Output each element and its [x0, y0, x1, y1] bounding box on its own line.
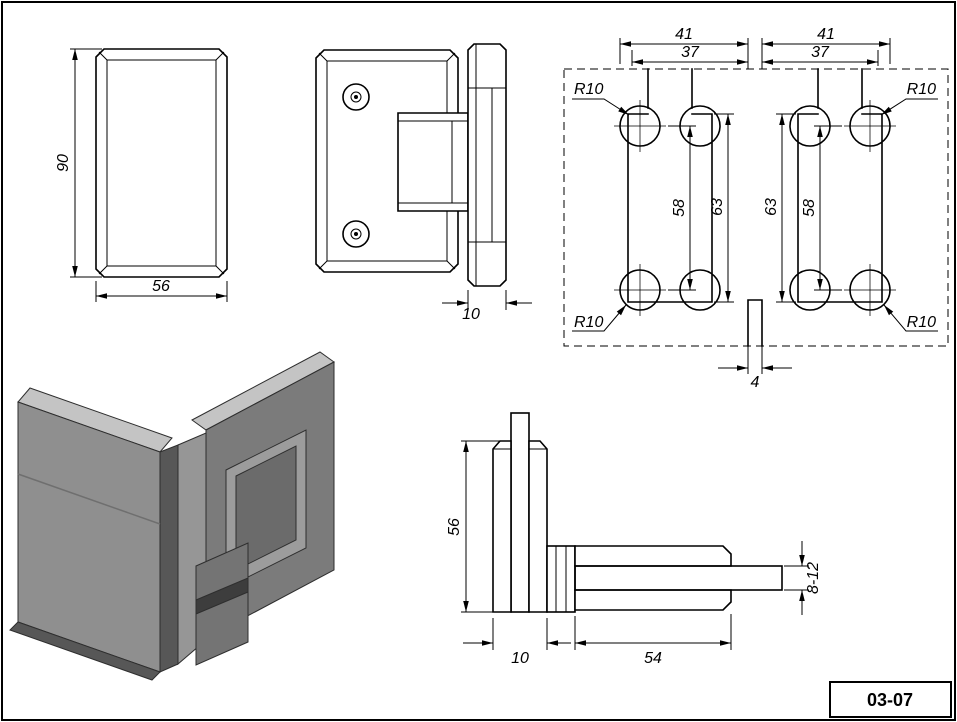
radius-callout-top-right: R10 [880, 81, 938, 116]
vertical-clamp-right-plate [528, 440, 548, 613]
hinge-corner-block [546, 545, 576, 613]
dim-height-90: 90 [55, 48, 102, 278]
horizontal-glass [574, 565, 783, 591]
dim-10-label: 10 [462, 306, 480, 323]
iso-left-plate-bottom-edge [9, 621, 161, 681]
dim-thickness-10: 10 [442, 290, 532, 323]
dim-10-section-label: 10 [511, 650, 529, 667]
horizontal-clamp-bottom-plate [574, 589, 732, 611]
front-view: 90 56 [55, 48, 228, 302]
drawing-code: 03-07 [867, 690, 913, 710]
dim-41-left: 41 [619, 26, 749, 69]
dim-41-right-label: 41 [817, 26, 835, 43]
r10-bottom-right-label: R10 [907, 314, 936, 331]
side-view: 10 [315, 43, 532, 323]
dim-37-right: 37 [762, 44, 879, 66]
mating-leaf-strip [467, 43, 507, 287]
glass-outline-dashed [563, 68, 949, 347]
iso-clamp-tab [195, 542, 249, 666]
title-block-box [829, 681, 952, 718]
dim-56-label: 56 [152, 278, 170, 295]
dim-41-left-label: 41 [675, 26, 693, 43]
dim-58-left-label: 58 [671, 199, 688, 217]
hinge-knuckle [397, 112, 469, 212]
horizontal-clamp-top-plate [574, 545, 732, 567]
dim-8-12-label: 8-12 [805, 562, 822, 594]
section-view: 56 10 54 8-12 [446, 412, 822, 667]
r10-bottom-left-label: R10 [574, 314, 603, 331]
iso-tab-slot [195, 577, 249, 615]
dim-63-left: 63 [709, 113, 734, 303]
dim-10-section: 10 [463, 618, 571, 667]
radius-callout-bottom-right: R10 [883, 304, 938, 332]
r10-top-left-label: R10 [574, 81, 603, 98]
drill-template-view: 41 37 41 37 63 58 [563, 26, 949, 391]
dim-37-left: 37 [631, 44, 748, 66]
radius-callout-top-left: R10 [572, 81, 630, 116]
vertical-glass [510, 412, 530, 613]
dim-54-section-label: 54 [644, 650, 662, 667]
dim-63-left-label: 63 [709, 198, 726, 216]
dim-glass-thickness: 8-12 [784, 541, 822, 615]
dim-gap-4: 4 [718, 346, 792, 391]
r10-top-right-label: R10 [907, 81, 936, 98]
dim-90-label: 90 [55, 154, 72, 172]
screw-hole-bottom [342, 220, 370, 248]
isometric-view [9, 351, 335, 681]
dim-63-right-label: 63 [763, 198, 780, 216]
dim-width-56: 56 [95, 278, 228, 302]
dim-4-label: 4 [751, 374, 760, 391]
left-cutout [614, 68, 721, 316]
dim-37-left-label: 37 [681, 44, 700, 61]
dim-58-right: 58 [801, 125, 842, 291]
dim-54-section: 54 [574, 614, 732, 667]
dim-56-section: 56 [446, 440, 500, 613]
dim-58-left: 58 [668, 125, 696, 291]
dim-63-right: 63 [763, 113, 796, 303]
title-block: 03-07 [829, 681, 952, 718]
screw-hole-top [342, 83, 370, 111]
dim-58-right-label: 58 [801, 199, 818, 217]
front-plate [95, 48, 228, 278]
dim-37-right-label: 37 [811, 44, 830, 61]
iso-channel-recess [235, 445, 297, 571]
dim-56-section-label: 56 [446, 518, 463, 536]
iso-seam-line [17, 473, 161, 525]
right-cutout [789, 68, 896, 316]
center-gap-slot [747, 299, 763, 347]
dim-41-right: 41 [761, 26, 891, 69]
radius-callout-bottom-left: R10 [572, 304, 627, 332]
vertical-clamp-left-plate [492, 440, 512, 613]
iso-left-plate-edge [159, 444, 179, 673]
